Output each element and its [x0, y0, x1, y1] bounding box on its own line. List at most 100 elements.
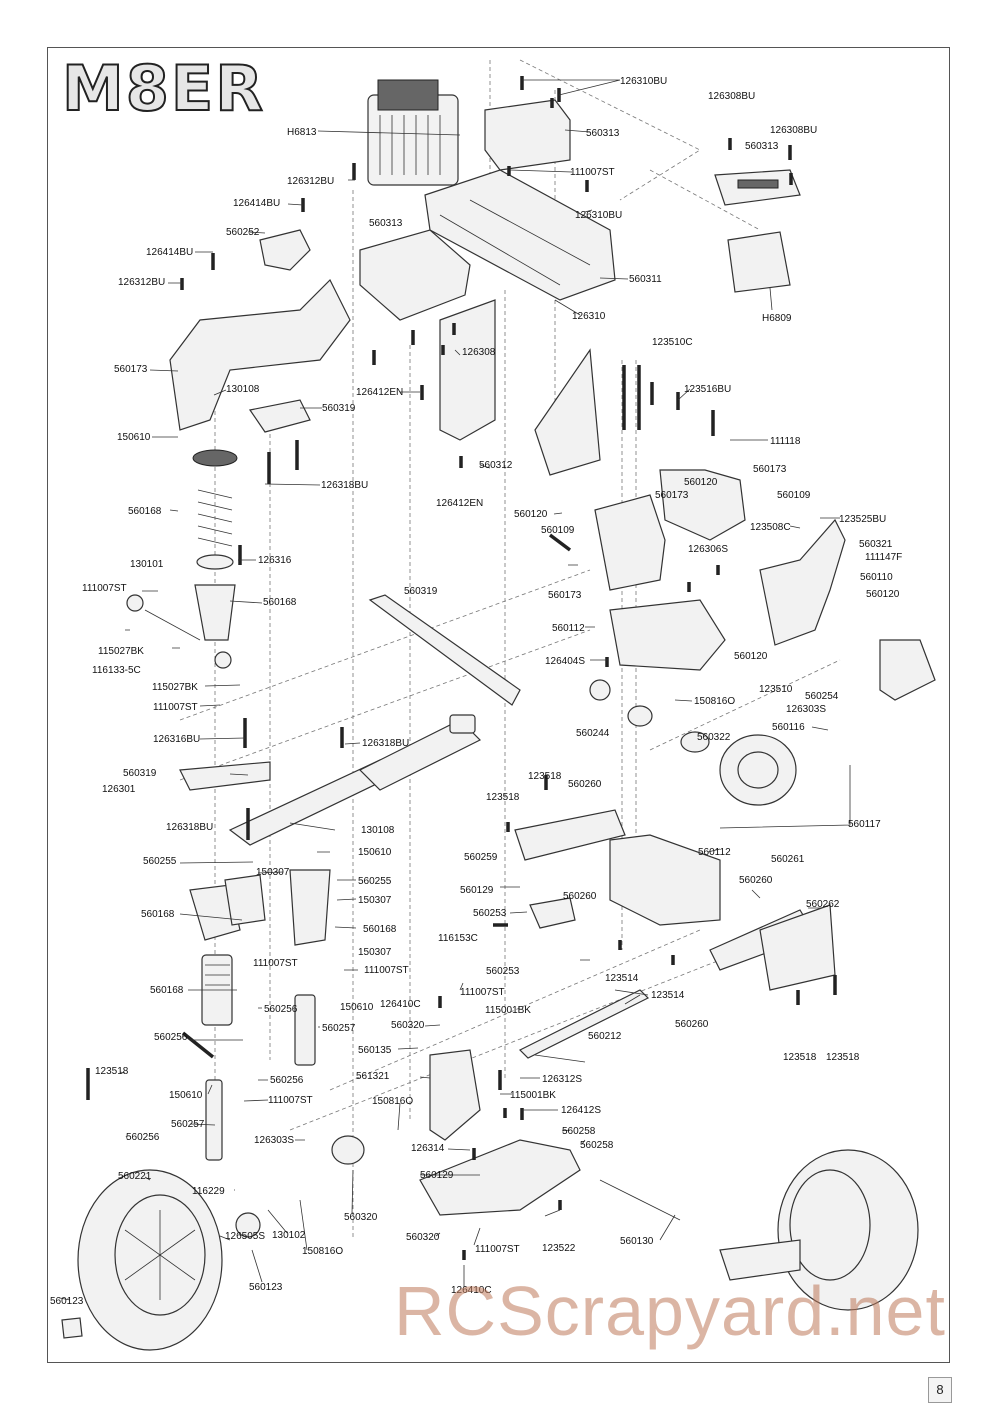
part-label: 126314: [411, 1143, 445, 1154]
part-label: 560259: [464, 852, 498, 863]
part-label: 560123: [249, 1282, 283, 1293]
part-label: 111007ST: [460, 987, 505, 998]
part-label: 560120: [514, 509, 548, 520]
part-label: 126316BU: [153, 734, 200, 745]
part-label: 560322: [697, 732, 731, 743]
part-label: 560129: [460, 885, 494, 896]
differential: [589, 679, 851, 829]
part-label: 560112: [698, 847, 731, 858]
gearbox-housing: [609, 834, 721, 926]
brand-logo: M8ER: [61, 52, 265, 125]
part-label: 126412EN: [436, 498, 483, 509]
part-label: 126312BU: [118, 277, 165, 288]
part-label: 126505S: [225, 1231, 265, 1242]
part-label: 150610: [117, 432, 151, 443]
part-label: 560262: [806, 899, 840, 910]
part-label: 561321: [356, 1071, 390, 1082]
part-label: 560258: [580, 1140, 614, 1151]
mounting-plate: [359, 229, 471, 321]
part-label: 560257: [322, 1023, 356, 1034]
part-label: 150307: [256, 867, 290, 878]
part-label: 130102: [272, 1230, 306, 1241]
part-label: 560258: [562, 1126, 596, 1137]
part-label: 150610: [340, 1002, 374, 1013]
part-label: 126303S: [786, 704, 826, 715]
part-label: 560256: [264, 1004, 298, 1015]
part-label: 150816O: [372, 1096, 413, 1107]
part-label: 123508C: [750, 522, 791, 533]
part-label: 126306S: [688, 544, 728, 555]
part-label: 123514: [651, 990, 685, 1001]
part-label: 560244: [576, 728, 610, 739]
leader-lines: [59, 79, 840, 1301]
part-label: 126410C: [451, 1285, 492, 1296]
part-label: 560260: [675, 1019, 709, 1030]
part-label: 150816O: [302, 1246, 343, 1257]
front-wheel: [61, 1169, 261, 1351]
part-label: 560168: [150, 985, 184, 996]
part-label: 126312S: [542, 1074, 582, 1085]
part-label: 560320: [406, 1232, 440, 1243]
part-label: 150307: [358, 895, 392, 906]
part-label: 560311: [629, 274, 662, 285]
rear-wheel: [719, 1149, 919, 1311]
part-label: H6813: [287, 127, 317, 138]
part-label: 560109: [777, 490, 811, 501]
part-label: 560319: [404, 586, 438, 597]
part-label: 126308: [462, 347, 496, 358]
part-label: 150816O: [694, 696, 735, 707]
watermark: RCScrapyard.net: [394, 1272, 946, 1350]
front-shock: [192, 449, 238, 641]
part-label: 560260: [563, 891, 597, 902]
part-label: 126310: [572, 311, 606, 322]
part-label: 560253: [486, 966, 520, 977]
part-label: 150610: [169, 1090, 203, 1101]
part-label: 560135: [358, 1045, 392, 1056]
front-knuckles: [189, 869, 331, 1161]
part-label: 560261: [771, 854, 805, 865]
part-label: 123525BU: [839, 514, 886, 525]
drive-shaft: [518, 989, 650, 1059]
part-label: 560253: [473, 908, 507, 919]
part-label: 560173: [753, 464, 787, 475]
part-label: 126308BU: [708, 91, 755, 102]
part-label: 126312BU: [287, 176, 334, 187]
part-label: 150610: [358, 847, 392, 858]
part-label: 560168: [141, 909, 175, 920]
battery-straps: [439, 299, 601, 476]
part-label: 560221: [118, 1171, 152, 1182]
part-label: 126308BU: [770, 125, 817, 136]
rear-shock-tower: [759, 518, 936, 701]
part-label: 560120: [866, 589, 900, 600]
part-label: 126414BU: [146, 247, 193, 258]
part-label: 560116: [772, 722, 805, 733]
part-label: 560117: [848, 819, 881, 830]
part-label: 126318BU: [321, 480, 368, 491]
part-label: 560255: [143, 856, 177, 867]
part-label: 123518: [486, 792, 520, 803]
part-label: 123522: [542, 1243, 576, 1254]
part-label: 111147F: [865, 552, 902, 563]
part-label: 116133-5C: [92, 665, 141, 676]
part-label: 560256: [270, 1075, 304, 1086]
part-label: 126318BU: [362, 738, 409, 749]
part-label: 115027BK: [152, 682, 198, 693]
part-label: 126404S: [545, 656, 585, 667]
part-label: 560320: [344, 1212, 378, 1223]
part-label: 560313: [369, 218, 403, 229]
part-label: 560312: [479, 460, 513, 471]
part-label: 560168: [128, 506, 162, 517]
shock-tower: [169, 229, 351, 433]
part-label: 130101: [130, 559, 164, 570]
part-label: 560112: [552, 623, 585, 634]
part-label: 560260: [568, 779, 602, 790]
part-label: 115027BK: [98, 646, 144, 657]
diagram-frame: [47, 47, 950, 1363]
part-label: 560256: [154, 1032, 188, 1043]
part-label: 123516BU: [684, 384, 731, 395]
part-label: 115001BK: [485, 1005, 531, 1016]
part-label: 560173: [655, 490, 689, 501]
part-label: 560123: [50, 1296, 84, 1307]
